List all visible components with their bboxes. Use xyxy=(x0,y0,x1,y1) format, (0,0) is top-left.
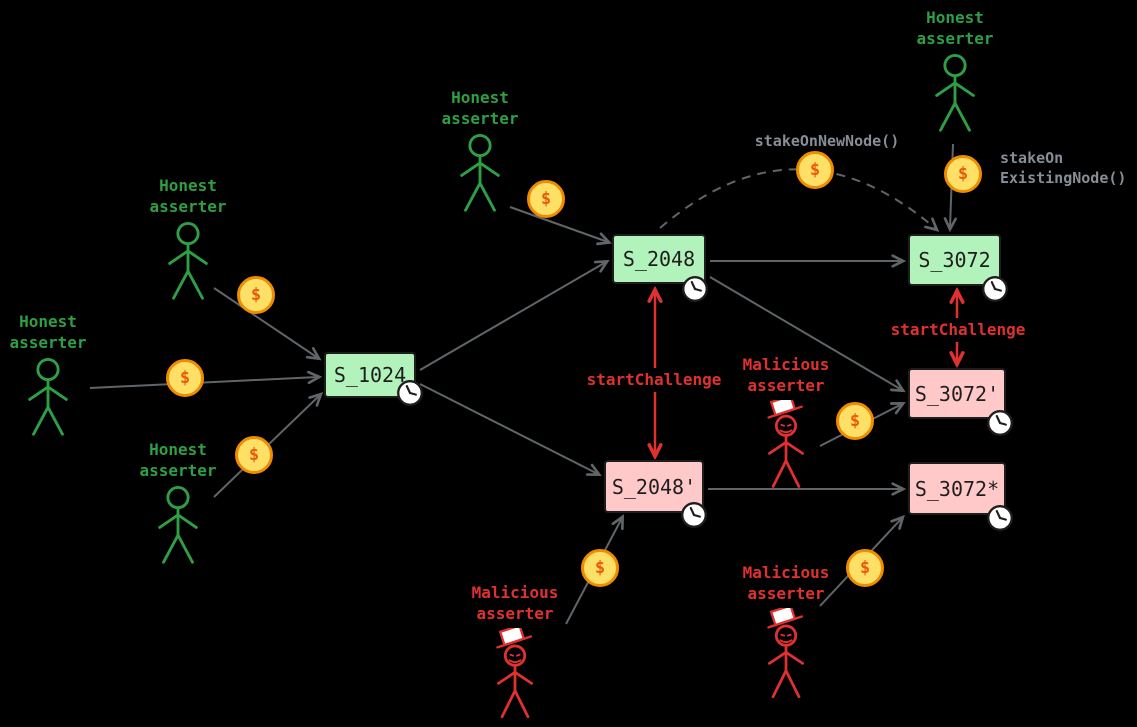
edge-s2048-to-s3072p xyxy=(709,276,902,390)
node-label: S_2048 xyxy=(622,247,696,271)
stake-coin: $ xyxy=(237,276,275,314)
label-start-challenge-right: startChallenge xyxy=(887,318,1029,342)
edge-s1024-to-s2048p xyxy=(419,383,598,474)
stake-coin: $ xyxy=(836,402,874,440)
node-s3072-prime: S_3072' xyxy=(908,368,1006,419)
stake-coin: $ xyxy=(235,436,273,474)
stake-coin: $ xyxy=(166,359,204,397)
edge-s1024-to-s2048 xyxy=(419,262,606,371)
coin-dollar-icon: $ xyxy=(540,189,552,209)
actor-honest-asserter-5: Honest asserter xyxy=(895,8,1015,135)
node-s3072-star: S_3072* xyxy=(908,462,1006,515)
coin-dollar-icon: $ xyxy=(809,160,821,180)
actor-honest-asserter-2: Honest asserter xyxy=(0,312,108,439)
edge-honest1-to-s1024 xyxy=(213,287,318,358)
honest-asserter-icon xyxy=(144,485,212,567)
actor-honest-asserter-1: Honest asserter xyxy=(128,176,248,303)
stake-coin: $ xyxy=(527,180,565,218)
node-label: S_2048' xyxy=(611,474,697,499)
malicious-asserter-icon xyxy=(478,628,552,724)
actor-malicious-asserter-3: Malicious asserter xyxy=(726,563,846,704)
stake-coin: $ xyxy=(581,549,619,587)
honest-asserter-icon xyxy=(14,357,82,439)
edge-honest2-to-s1024 xyxy=(89,377,318,389)
stake-coin: $ xyxy=(796,151,834,189)
honest-asserter-icon xyxy=(921,53,989,135)
label-start-challenge-left: startChallenge xyxy=(583,368,725,392)
coin-dollar-icon: $ xyxy=(248,445,260,465)
coin-dollar-icon: $ xyxy=(957,164,969,184)
actor-label: Malicious asserter xyxy=(742,355,830,395)
honest-asserter-icon xyxy=(154,221,222,303)
actor-label: Honest asserter xyxy=(441,88,519,128)
actor-label: Malicious asserter xyxy=(471,583,559,623)
label-stake-on-new-node: stakeOnNewNode() xyxy=(754,132,900,150)
actor-label: Honest asserter xyxy=(149,176,227,216)
clock-icon xyxy=(985,408,1015,438)
coin-dollar-icon: $ xyxy=(849,411,861,431)
node-label: S_3072* xyxy=(914,476,1000,501)
actor-honest-asserter-3: Honest asserter xyxy=(118,440,238,567)
coin-dollar-icon: $ xyxy=(594,558,606,578)
node-label: S_1024 xyxy=(333,363,407,387)
edge-stake-on-new-node xyxy=(659,168,936,229)
coin-dollar-icon: $ xyxy=(859,558,871,578)
actor-honest-asserter-4: Honest asserter xyxy=(420,88,540,215)
actor-malicious-asserter-2: Malicious asserter xyxy=(455,583,575,724)
actor-label: Honest asserter xyxy=(9,312,87,352)
malicious-asserter-icon xyxy=(749,608,823,704)
clock-icon xyxy=(680,274,710,304)
node-label: S_3072 xyxy=(918,248,991,272)
node-label: S_3072' xyxy=(914,381,1000,406)
stake-coin: $ xyxy=(846,549,884,587)
clock-icon xyxy=(985,503,1015,533)
label-stake-on-existing-node: stakeOn ExistingNode() xyxy=(1000,149,1127,188)
actor-label: Malicious asserter xyxy=(742,563,830,603)
malicious-asserter-icon xyxy=(749,400,823,492)
coin-dollar-icon: $ xyxy=(250,285,262,305)
node-s2048: S_2048 xyxy=(612,234,706,284)
honest-asserter-icon xyxy=(446,133,514,215)
actor-label: Honest asserter xyxy=(139,440,217,480)
actor-malicious-asserter-1: Malicious asserter xyxy=(726,355,846,492)
coin-dollar-icon: $ xyxy=(179,368,191,388)
edge-honest4-to-s2048 xyxy=(509,206,608,242)
clock-icon xyxy=(679,500,709,530)
node-s3072: S_3072 xyxy=(908,234,1001,286)
clock-icon xyxy=(395,378,425,408)
clock-icon xyxy=(980,274,1010,304)
actor-label: Honest asserter xyxy=(916,8,994,48)
stake-coin: $ xyxy=(944,155,982,193)
